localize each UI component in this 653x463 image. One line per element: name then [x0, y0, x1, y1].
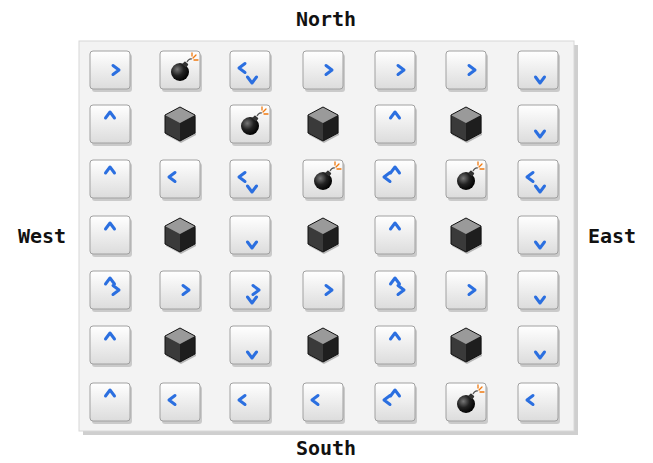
compass-label: South: [296, 438, 356, 458]
board-panel: [79, 41, 574, 431]
tile-row: [90, 326, 560, 367]
compass-label: East: [588, 226, 636, 246]
tile-row: [90, 216, 560, 257]
tile-row: [90, 383, 560, 424]
tile-row: [90, 105, 560, 146]
tile-row: [90, 51, 560, 92]
tile-row: [90, 271, 560, 312]
tile-row: [90, 160, 560, 201]
compass-label: West: [18, 226, 66, 246]
compass-label: North: [296, 9, 356, 29]
